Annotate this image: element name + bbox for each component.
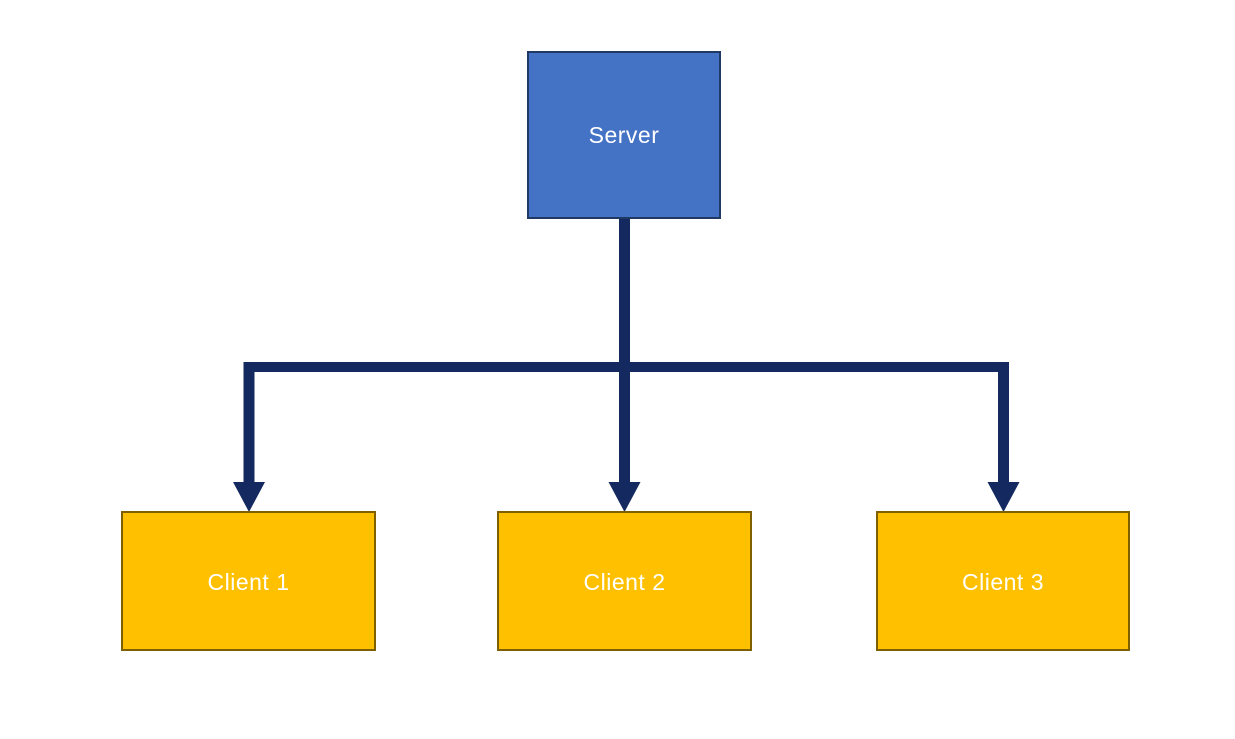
client-box <box>121 511 376 651</box>
client-node-1: Client 1 <box>121 511 376 651</box>
client-label: Client 2 <box>584 569 666 595</box>
server-node: Server <box>527 51 721 219</box>
arrow-down-icon <box>233 482 265 512</box>
connector-group <box>233 218 1020 512</box>
client-label: Client 3 <box>962 569 1044 595</box>
client-node-3: Client 3 <box>876 511 1130 651</box>
client-label: Client 1 <box>208 569 290 595</box>
arrow-down-icon <box>608 482 641 512</box>
client-box <box>497 511 752 651</box>
arrow-down-icon <box>987 482 1020 512</box>
client-box <box>876 511 1130 651</box>
server-label: Server <box>589 122 660 148</box>
client-node-2: Client 2 <box>497 511 752 651</box>
server-box <box>527 51 721 219</box>
